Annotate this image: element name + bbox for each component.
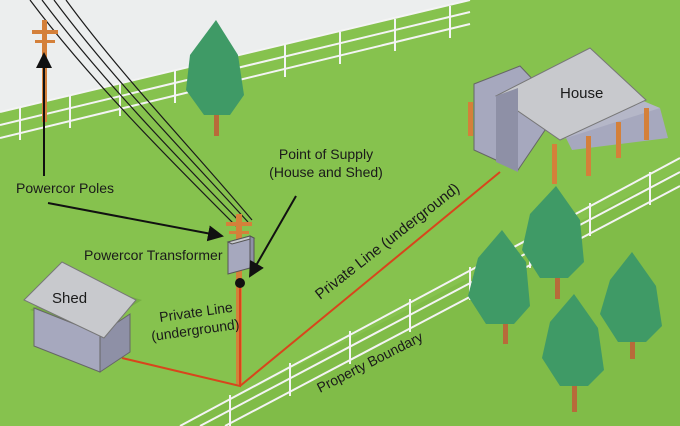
label-point-of-supply: Point of Supply [279,146,373,162]
shed [23,261,142,373]
tree-right-1 [522,186,584,299]
label-shed: Shed [52,290,87,307]
private-lines [121,171,501,388]
point-of-supply-dot [235,278,245,288]
tree-right-2 [468,230,530,344]
label-powercor-poles: Powercor Poles [16,180,114,196]
tree-right-4 [542,294,604,412]
label-powercor-transformer: Powercor Transformer [84,247,223,263]
private-line-to-house [239,171,501,387]
property-boundary-fence [179,157,680,426]
arrow-to-transformer-pole [47,202,224,242]
house [468,47,668,184]
arrow-to-point-of-supply [249,195,297,278]
overhead-power-lines [29,0,253,227]
transformer-box [226,235,256,275]
tree-right-3 [600,252,662,359]
label-point-of-supply-sub: (House and Shed) [269,164,383,180]
label-house: House [560,85,603,102]
annotation-arrows [36,52,297,278]
tree-top [186,20,244,136]
